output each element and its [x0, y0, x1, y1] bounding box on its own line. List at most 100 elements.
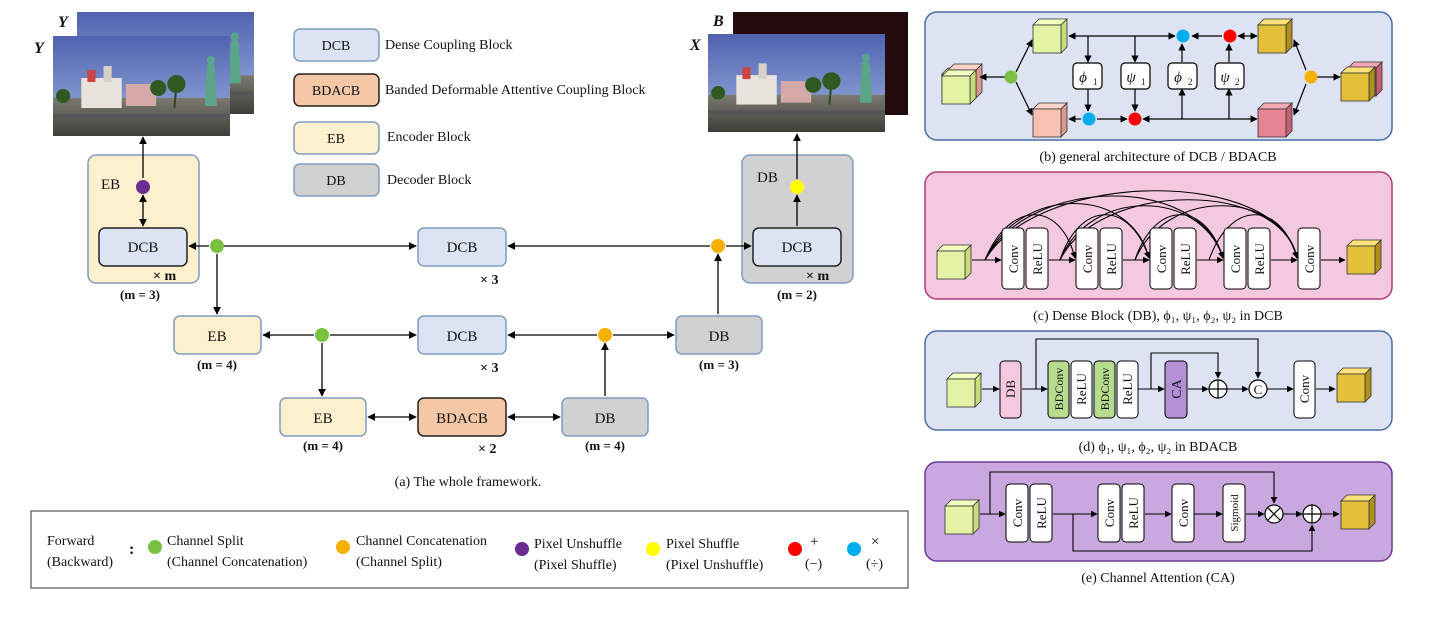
framework-caption: (a) The whole framework.	[395, 475, 542, 490]
e-conv-3-label: Conv	[1176, 498, 1191, 527]
bdacb-level3-times: × 2	[478, 442, 496, 457]
db-level2-label: DB	[709, 329, 730, 345]
eb-level1-m: (m = 3)	[120, 287, 160, 302]
e-conv-1: Conv	[1005, 483, 1029, 543]
output-image-x	[708, 34, 885, 132]
concat-dot-level2	[598, 328, 612, 342]
c-conv-2: Conv	[1075, 227, 1099, 290]
c-conv-4-label: Conv	[1228, 244, 1243, 273]
e-conv-2: Conv	[1097, 483, 1121, 543]
b-concat-dot	[1304, 70, 1318, 84]
b-top-right-cube	[1257, 18, 1293, 54]
panel-d-caption: (d) ϕ₁, ψ₁, ϕ₂, ψ₂ in BDACB	[1079, 440, 1238, 455]
label-y-back: Y	[58, 14, 69, 31]
d-relu-1: ReLU	[1070, 360, 1093, 419]
legend-bdacb-text: Banded Deformable Attentive Coupling Blo…	[385, 83, 646, 98]
label-x: X	[689, 37, 701, 54]
b-phi2-sub: 2	[1188, 77, 1193, 87]
dcb-in-eb	[98, 227, 188, 267]
legend-backward: (Backward)	[47, 555, 113, 570]
legend-concat-line2: (Channel Split)	[356, 555, 442, 570]
e-output-cube	[1340, 494, 1376, 530]
legend-concat-line1: Channel Concatenation	[356, 534, 487, 549]
e-relu-2: ReLU	[1121, 483, 1145, 543]
legend-split-dot	[148, 540, 162, 554]
pixel-unshuffle-dot	[136, 180, 150, 194]
b-phi1-box: ϕ 1	[1072, 62, 1103, 90]
b-psi1-label: ψ	[1126, 70, 1136, 86]
c-input-cube	[936, 244, 972, 280]
e-input-cube	[944, 499, 980, 535]
legend-db-box-label: DB	[326, 174, 345, 189]
b-bottom-left-cube	[1032, 102, 1068, 138]
panel-b: ϕ 1 ψ 1 ϕ 2 ψ 2	[924, 11, 1393, 141]
d-conv-block: Conv	[1293, 360, 1316, 419]
legend-unshuffle-dot	[515, 542, 529, 556]
e-conv-2-label: Conv	[1102, 498, 1117, 527]
eb-level2-label: EB	[207, 329, 226, 345]
label-b: B	[712, 13, 724, 30]
eb-level2-m: (m = 4)	[197, 357, 237, 372]
panel-d: DB BDConv ReLU BDConv ReLU CA C	[924, 330, 1393, 431]
db-level3-label: DB	[595, 411, 616, 427]
c-conv-4: Conv	[1223, 227, 1247, 290]
b-psi2-sub: 2	[1235, 77, 1240, 87]
panel-c-caption: (c) Dense Block (DB), ϕ₁, ψ₁, ϕ₂, ψ₂ in …	[1033, 309, 1283, 324]
d-add-node	[1208, 379, 1228, 399]
c-conv-3: Conv	[1149, 227, 1173, 290]
legend-times-dot	[847, 542, 861, 556]
bdacb-level3-label: BDACB	[436, 411, 488, 427]
d-relu-1-label: ReLU	[1074, 373, 1089, 405]
c-relu-3: ReLU	[1173, 227, 1197, 290]
legend-eb-box-label: EB	[327, 132, 345, 147]
eb-level3-label: EB	[313, 411, 332, 427]
c-relu-4-label: ReLU	[1252, 243, 1267, 275]
b-psi2-box: ψ 2	[1214, 62, 1245, 90]
dcb-level1-label: DCB	[447, 240, 478, 256]
db-level1-label: DB	[757, 170, 778, 186]
d-concat-label: C	[1254, 382, 1263, 397]
c-relu-1-label: ReLU	[1030, 243, 1045, 275]
legend-times-line1: ×	[871, 534, 879, 550]
legend-shuffle-line2: (Pixel Unshuffle)	[666, 558, 764, 573]
b-bottom-right-cube	[1257, 102, 1293, 138]
legend-concat-dot	[336, 540, 350, 554]
legend-forward: Forward	[47, 534, 94, 549]
c-relu-2: ReLU	[1099, 227, 1123, 290]
e-relu-1-label: ReLU	[1034, 497, 1049, 529]
panel-e: Conv ReLU Conv ReLU Conv Sigmoid	[924, 461, 1393, 562]
c-conv-2-label: Conv	[1080, 244, 1095, 273]
eb-level3	[279, 397, 367, 437]
split-dot-level2	[315, 328, 329, 342]
legend-eb-box	[293, 121, 380, 155]
legend-split-line2: (Channel Concatenation)	[167, 555, 308, 570]
legend-shuffle-dot	[646, 542, 660, 556]
e-relu-2-label: ReLU	[1126, 497, 1141, 529]
d-conv-label: Conv	[1297, 374, 1312, 403]
d-db-label: DB	[1003, 380, 1018, 398]
c-conv-1: Conv	[1001, 227, 1025, 290]
dcb-in-db-label: DCB	[782, 240, 813, 256]
c-output-cube	[1346, 239, 1382, 275]
b-times-dot-top	[1176, 29, 1190, 43]
db-level2-m: (m = 3)	[699, 357, 739, 372]
panel-c: Conv ReLU Conv ReLU Conv ReLU Conv ReLU	[924, 171, 1393, 300]
e-sigmoid: Sigmoid	[1222, 483, 1246, 543]
d-ca-label: CA	[1170, 378, 1185, 398]
d-bdconv-2-label: BDConv	[1098, 368, 1112, 411]
b-split-dot	[1004, 70, 1018, 84]
dcb-level2-times: × 3	[480, 361, 498, 376]
c-relu-3-label: ReLU	[1178, 243, 1193, 275]
panel-e-caption: (e) Channel Attention (CA)	[1081, 571, 1235, 586]
legend-split-line1: Channel Split	[167, 534, 244, 549]
legend-unshuffle-line2: (Pixel Shuffle)	[534, 558, 617, 573]
db-level1-times: × m	[806, 269, 829, 284]
legend-plus-line1: +	[810, 534, 818, 550]
legend-dcb-text: Dense Coupling Block	[385, 38, 513, 53]
b-phi1-label: ϕ	[1079, 70, 1087, 86]
d-input-cube	[946, 372, 982, 408]
db-level1-m: (m = 2)	[777, 287, 817, 302]
d-relu-2-label: ReLU	[1120, 373, 1135, 405]
db-level3	[561, 397, 649, 437]
